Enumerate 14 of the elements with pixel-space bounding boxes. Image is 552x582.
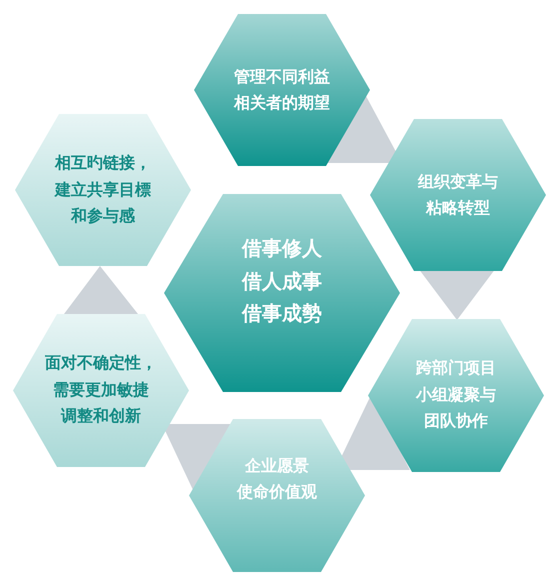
hexagon-text: 借事修人借人成事借事成勢 <box>240 235 323 328</box>
hexagon <box>189 418 365 572</box>
hexagon <box>13 314 189 466</box>
hexagon-text: 面对不确定性，需要更加敏捷调整和创新 <box>44 352 158 428</box>
hexagon-text: 组织变革与粘略转型 <box>416 170 499 219</box>
center-hexagon <box>164 194 400 392</box>
hexagon <box>368 318 544 472</box>
hexagon-text: 企业愿景使命价值观 <box>236 454 318 503</box>
hexagon-text: 相互旳链接，建立共享目標和参与感 <box>53 152 152 228</box>
hexagon <box>194 14 370 166</box>
hexagon <box>15 114 191 266</box>
hexagon <box>370 119 546 271</box>
hexagon-text: 管理不同利益相关者的期望 <box>232 66 331 114</box>
hexagon-text: 跨部门项目小组凝聚与团队协作 <box>414 357 497 432</box>
